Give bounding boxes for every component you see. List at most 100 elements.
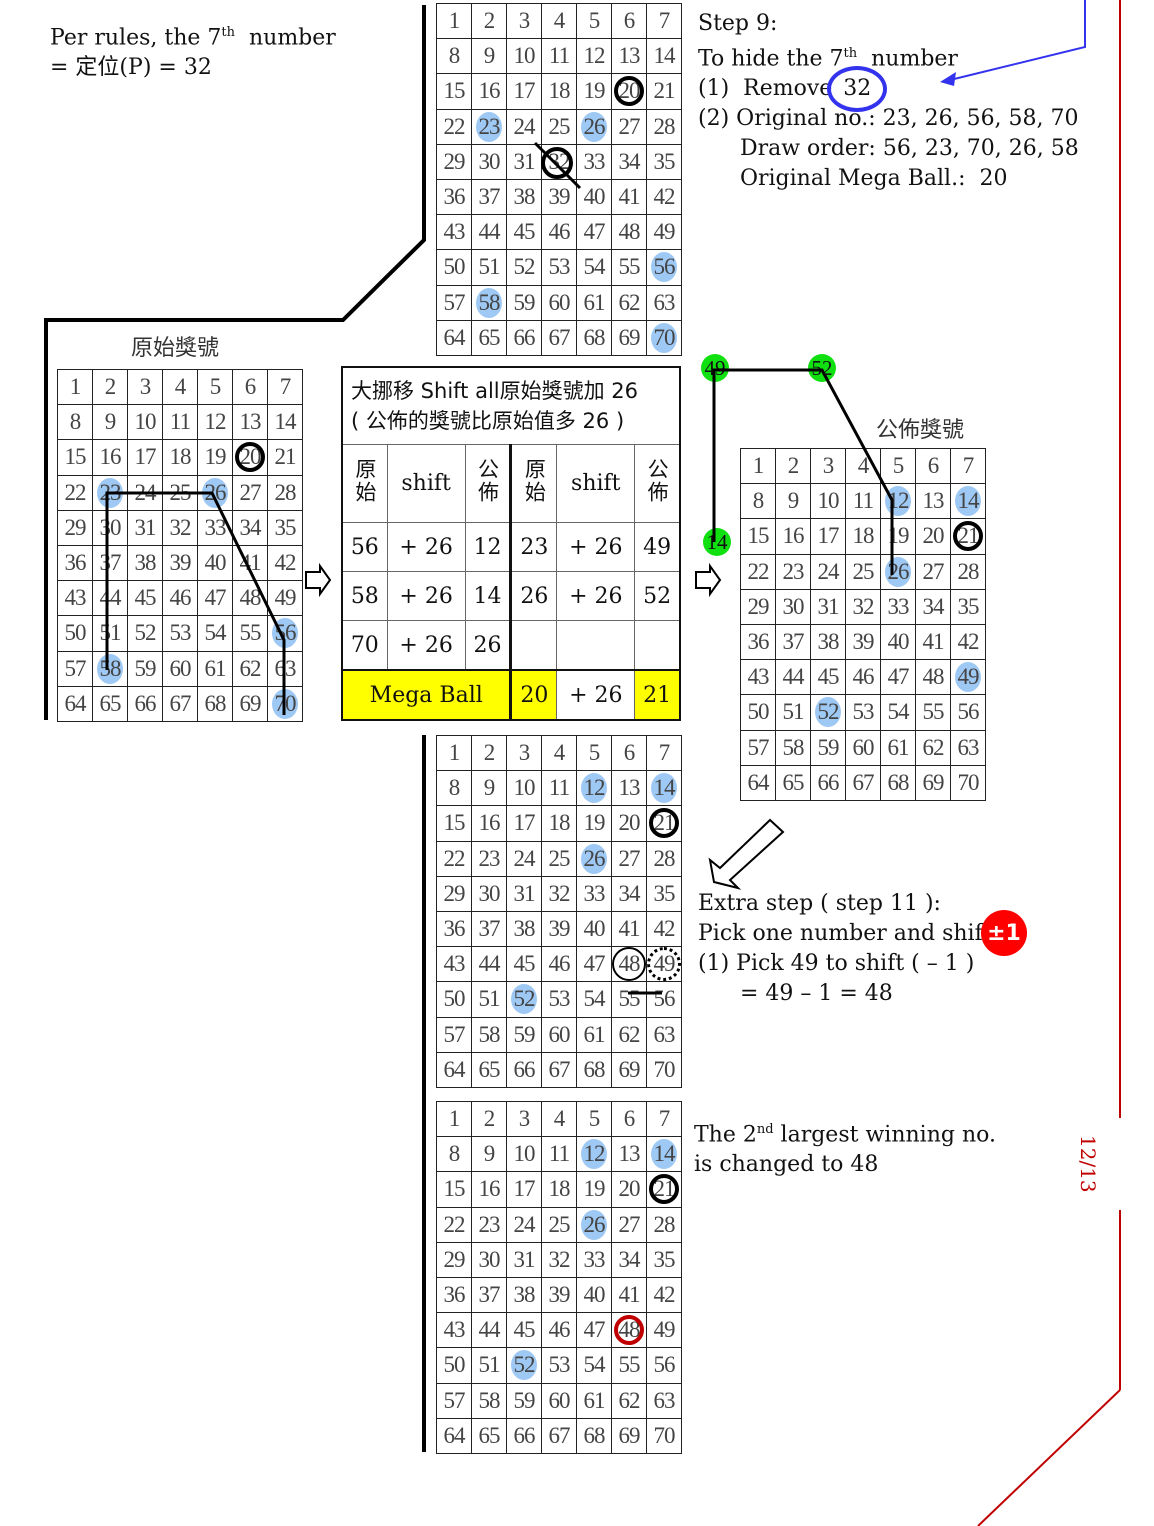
cell-number: 33 <box>583 880 606 906</box>
cell-number: 54 <box>204 620 227 646</box>
grid-cell: 7 <box>951 449 986 485</box>
grid-cell: 35 <box>268 510 303 546</box>
cell-number: 60 <box>548 1021 571 1047</box>
grid-cell: 18 <box>542 806 577 842</box>
cell-number: 4 <box>174 374 186 400</box>
grid-cell: 2 <box>93 370 128 406</box>
grid-cell: 21 <box>647 74 682 110</box>
ring-mark <box>649 1174 679 1205</box>
grid-cell: 27 <box>612 109 647 145</box>
cell-number: 57 <box>443 1387 466 1413</box>
grid-cell: 2 <box>776 449 811 485</box>
grid-cell: 23 <box>472 1207 507 1243</box>
cell-number: 34 <box>618 880 641 906</box>
cell-number: 15 <box>443 78 466 104</box>
grid-cell: 62 <box>612 1017 647 1053</box>
grid-cell: 19 <box>198 440 233 476</box>
cell-number: 36 <box>443 916 466 942</box>
cell-number: 2 <box>483 740 495 766</box>
cell-number: 18 <box>548 810 571 836</box>
grid-cell: 54 <box>198 616 233 652</box>
cell-number: 13 <box>618 775 641 801</box>
cell-number: 38 <box>513 184 536 210</box>
cell-number: 63 <box>957 734 980 760</box>
grid-cell: 16 <box>776 519 811 555</box>
grid-cell: 45 <box>507 1313 542 1349</box>
grid-cell: 18 <box>542 1172 577 1208</box>
cell-number: 44 <box>478 951 501 977</box>
grid-cell: 59 <box>507 285 542 321</box>
grid-cell: 59 <box>507 1383 542 1419</box>
grid-cell: 65 <box>93 686 128 722</box>
table-cell <box>634 620 681 671</box>
cell-number: 17 <box>817 523 840 549</box>
grid-cell: 41 <box>612 911 647 948</box>
cell-number: 39 <box>169 550 192 576</box>
cell-number: 12 <box>583 775 606 801</box>
grid-cell: 4 <box>846 449 881 485</box>
dotted-ring-mark <box>647 947 681 982</box>
cell-number: 69 <box>618 1422 641 1448</box>
cell-number: 51 <box>782 699 805 725</box>
cell-number: 11 <box>548 43 570 69</box>
cell-number: 57 <box>443 289 466 315</box>
cell-number: 70 <box>274 690 297 716</box>
col-original: 原始 <box>522 457 547 504</box>
grid-cell: 49 <box>951 660 986 696</box>
grid-cell: 17 <box>507 1172 542 1208</box>
grid-cell: 29 <box>58 510 93 546</box>
cell-number: 58 <box>99 655 122 681</box>
grid-cell: 39 <box>846 624 881 661</box>
cell-number: 53 <box>548 254 571 280</box>
cell-number: 52 <box>513 254 536 280</box>
cell-number: 40 <box>583 916 606 942</box>
cell-number: 68 <box>583 324 606 350</box>
cell-number: 46 <box>169 585 192 611</box>
cell-number: 59 <box>817 734 840 760</box>
cell-number: 14 <box>274 409 297 435</box>
grid-cell: 28 <box>647 109 682 145</box>
grid-cell: 21 <box>951 519 986 555</box>
cell-number: 24 <box>134 479 157 505</box>
cell-number: 11 <box>548 775 570 801</box>
grid-cell: 48 <box>233 581 268 617</box>
cell-number: 7 <box>279 374 291 400</box>
highlight-mark <box>476 111 502 142</box>
grid-cell: 17 <box>507 74 542 110</box>
grid-cell: 65 <box>472 1052 507 1088</box>
cell-number: 11 <box>169 409 191 435</box>
cell-number: 50 <box>443 254 466 280</box>
grid-cell: 13 <box>612 1137 647 1173</box>
grid-cell: 34 <box>612 144 647 180</box>
grid-cell: 5 <box>881 449 916 485</box>
cell-number: 33 <box>583 1246 606 1272</box>
cell-number: 50 <box>64 620 87 646</box>
grid-cell: 15 <box>437 1172 472 1208</box>
cell-number: 20 <box>618 810 641 836</box>
cell-number: 52 <box>817 699 840 725</box>
step-title: Step 9: <box>698 11 778 36</box>
grid-cell: 63 <box>268 651 303 687</box>
grid-cell: 32 <box>163 510 198 546</box>
grid-cell: 43 <box>741 660 776 696</box>
grid-cell: 19 <box>577 74 612 110</box>
cell-number: 10 <box>513 43 536 69</box>
grid-cell: 39 <box>163 545 198 582</box>
cell-number: 44 <box>99 585 122 611</box>
grid-cell: 58 <box>472 285 507 321</box>
step-line: (2) Original no.: 23, 26, 56, 58, 70 <box>698 106 1079 132</box>
extra-step-text: Extra step ( step 11 ):Pick one number a… <box>698 889 992 1009</box>
cell-number: 1 <box>69 374 81 400</box>
grid-cell: 41 <box>612 179 647 216</box>
grid-cell: 14 <box>647 1137 682 1173</box>
cell-number: 17 <box>134 444 157 470</box>
grid-cell: 28 <box>647 1207 682 1243</box>
grid-cell: 46 <box>542 947 577 983</box>
cell-number: 11 <box>548 1141 570 1167</box>
grid-cell: 6 <box>612 736 647 772</box>
grid-cell: 33 <box>881 589 916 625</box>
cell-number: 47 <box>583 1317 606 1343</box>
cell-number: 30 <box>478 1246 501 1272</box>
